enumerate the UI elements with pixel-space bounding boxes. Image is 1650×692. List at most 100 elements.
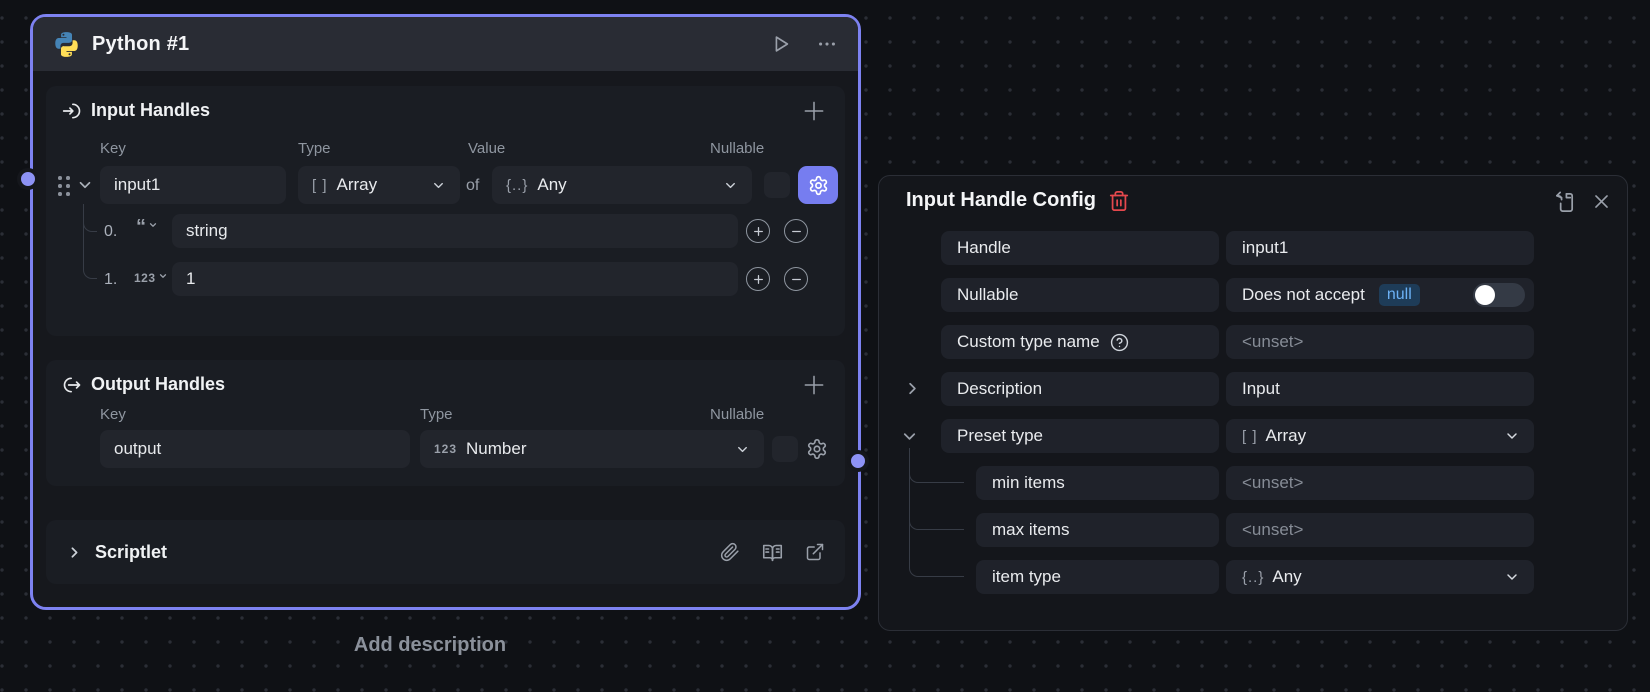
item-0-value-field[interactable]: string (172, 214, 738, 248)
item-index: 1. (104, 271, 118, 288)
input-handles-title: Input Handles (91, 100, 211, 120)
any-type-icon: {..} (506, 176, 529, 194)
output-handles-section: Output Handles Key Type Nullable output … (46, 360, 845, 486)
config-value-item-type-dropdown[interactable]: {..} Any (1226, 560, 1534, 594)
config-label-max-items: max items (976, 513, 1219, 547)
node-header[interactable]: Python #1 (33, 17, 858, 71)
item-1-value-field[interactable]: 1 (172, 262, 738, 296)
input-item-type-value: Any (537, 175, 567, 194)
chevron-down-icon (149, 223, 157, 227)
remove-item-button[interactable] (784, 267, 808, 291)
drag-handle[interactable] (58, 176, 70, 196)
chevron-down-icon (159, 274, 166, 278)
delete-handle-button[interactable] (1108, 190, 1130, 212)
input-key-field[interactable]: input1 (100, 166, 286, 204)
config-value-nullable: Does not accept null (1226, 278, 1534, 312)
handle-config-gear-button[interactable] (806, 438, 828, 460)
add-item-button[interactable] (746, 219, 770, 243)
collapse-preset-type-chevron[interactable] (900, 427, 919, 446)
help-icon[interactable] (1110, 333, 1129, 352)
paperclip-icon[interactable] (720, 542, 740, 562)
run-button[interactable] (770, 33, 792, 55)
config-label-nullable: Nullable (941, 278, 1219, 312)
python-icon (53, 31, 80, 58)
column-type: Type (420, 406, 453, 423)
config-label-handle: Handle (941, 231, 1219, 265)
column-nullable: Nullable (710, 140, 765, 157)
config-value-handle[interactable]: input1 (1226, 231, 1534, 265)
docs-book-icon[interactable] (762, 542, 783, 563)
copy-config-icon[interactable] (1553, 190, 1576, 213)
config-label-min-items: min items (976, 466, 1219, 500)
config-value-preset-type-dropdown[interactable]: [ ] Array (1226, 419, 1534, 453)
number-123-icon: 123 (134, 271, 156, 285)
collapse-row-chevron[interactable] (76, 176, 94, 194)
column-value: Value (468, 140, 506, 157)
chevron-down-icon (1504, 569, 1520, 585)
config-value-min-items[interactable]: <unset> (1226, 466, 1534, 500)
output-arrow-icon (62, 375, 82, 395)
number-123-icon: 123 (434, 442, 458, 456)
remove-item-button[interactable] (784, 219, 808, 243)
tree-connector (909, 448, 964, 577)
nullable-toggle[interactable] (1473, 283, 1525, 307)
null-badge: null (1378, 284, 1420, 306)
output-type-value: Number (466, 439, 527, 458)
input-arrow-icon (62, 101, 82, 121)
open-external-icon[interactable] (805, 542, 825, 562)
input-item-type-dropdown[interactable]: {..} Any (492, 166, 752, 204)
close-panel-icon[interactable] (1592, 192, 1611, 211)
of-label: of (466, 177, 480, 194)
input-handle-config-panel: Input Handle Config Handle input1 Nullab… (878, 175, 1628, 631)
nullable-checkbox[interactable] (764, 172, 790, 198)
config-value-max-items[interactable]: <unset> (1226, 513, 1534, 547)
item-0-value: string (186, 221, 228, 240)
handle-config-gear-button[interactable] (798, 166, 838, 204)
column-type: Type (298, 140, 331, 157)
input-handles-header: Input Handles (62, 100, 210, 121)
panel-title: Input Handle Config (906, 189, 1096, 211)
output-type-dropdown[interactable]: 123 Number (420, 430, 764, 468)
array-type-icon: [ ] (312, 176, 328, 194)
column-nullable: Nullable (710, 406, 765, 423)
scriptlet-title: Scriptlet (95, 541, 168, 562)
config-label-item-type: item type (976, 560, 1219, 594)
config-value-custom-type-name[interactable]: <unset> (1226, 325, 1534, 359)
add-input-handle-button[interactable] (801, 98, 827, 124)
nullable-checkbox[interactable] (772, 436, 798, 462)
node-title: Python #1 (92, 32, 190, 55)
toggle-knob (1475, 285, 1495, 305)
input-key-value: input1 (114, 175, 161, 194)
number-kind-dropdown[interactable]: 123 (134, 271, 168, 285)
add-item-button[interactable] (746, 267, 770, 291)
scriptlet-section[interactable]: Scriptlet (46, 520, 845, 584)
config-label-description: Description (941, 372, 1219, 406)
array-type-icon: [ ] (1242, 427, 1258, 445)
chevron-down-icon (431, 178, 446, 193)
config-value-description[interactable]: Input (1226, 372, 1534, 406)
output-connection-port[interactable] (847, 450, 869, 472)
string-kind-dropdown[interactable]: “ (136, 216, 158, 238)
chevron-down-icon (735, 442, 750, 457)
tree-connector (83, 204, 97, 279)
add-description-button[interactable]: Add description (353, 634, 507, 656)
quote-icon: “ (136, 216, 146, 238)
chevron-down-icon (1504, 428, 1520, 444)
input-handles-section: Input Handles Key Type Value Nullable in… (46, 86, 845, 336)
add-output-handle-button[interactable] (801, 372, 827, 398)
output-handles-title: Output Handles (91, 374, 225, 394)
input-connection-port[interactable] (17, 168, 39, 190)
input-type-value: Array (336, 175, 378, 194)
output-key-field[interactable]: output (100, 430, 410, 468)
expand-description-chevron[interactable] (903, 379, 922, 398)
output-key-value: output (114, 439, 162, 458)
config-label-custom-type-name: Custom type name (941, 325, 1219, 359)
chevron-right-icon[interactable] (66, 544, 83, 561)
chevron-down-icon (723, 178, 738, 193)
item-1-value: 1 (186, 269, 196, 288)
input-type-dropdown[interactable]: [ ] Array (298, 166, 460, 204)
any-type-icon: {..} (1242, 568, 1265, 586)
python-node[interactable]: Python #1 Input Handles Key Type Value N… (30, 14, 861, 610)
more-options-button[interactable] (816, 33, 838, 55)
